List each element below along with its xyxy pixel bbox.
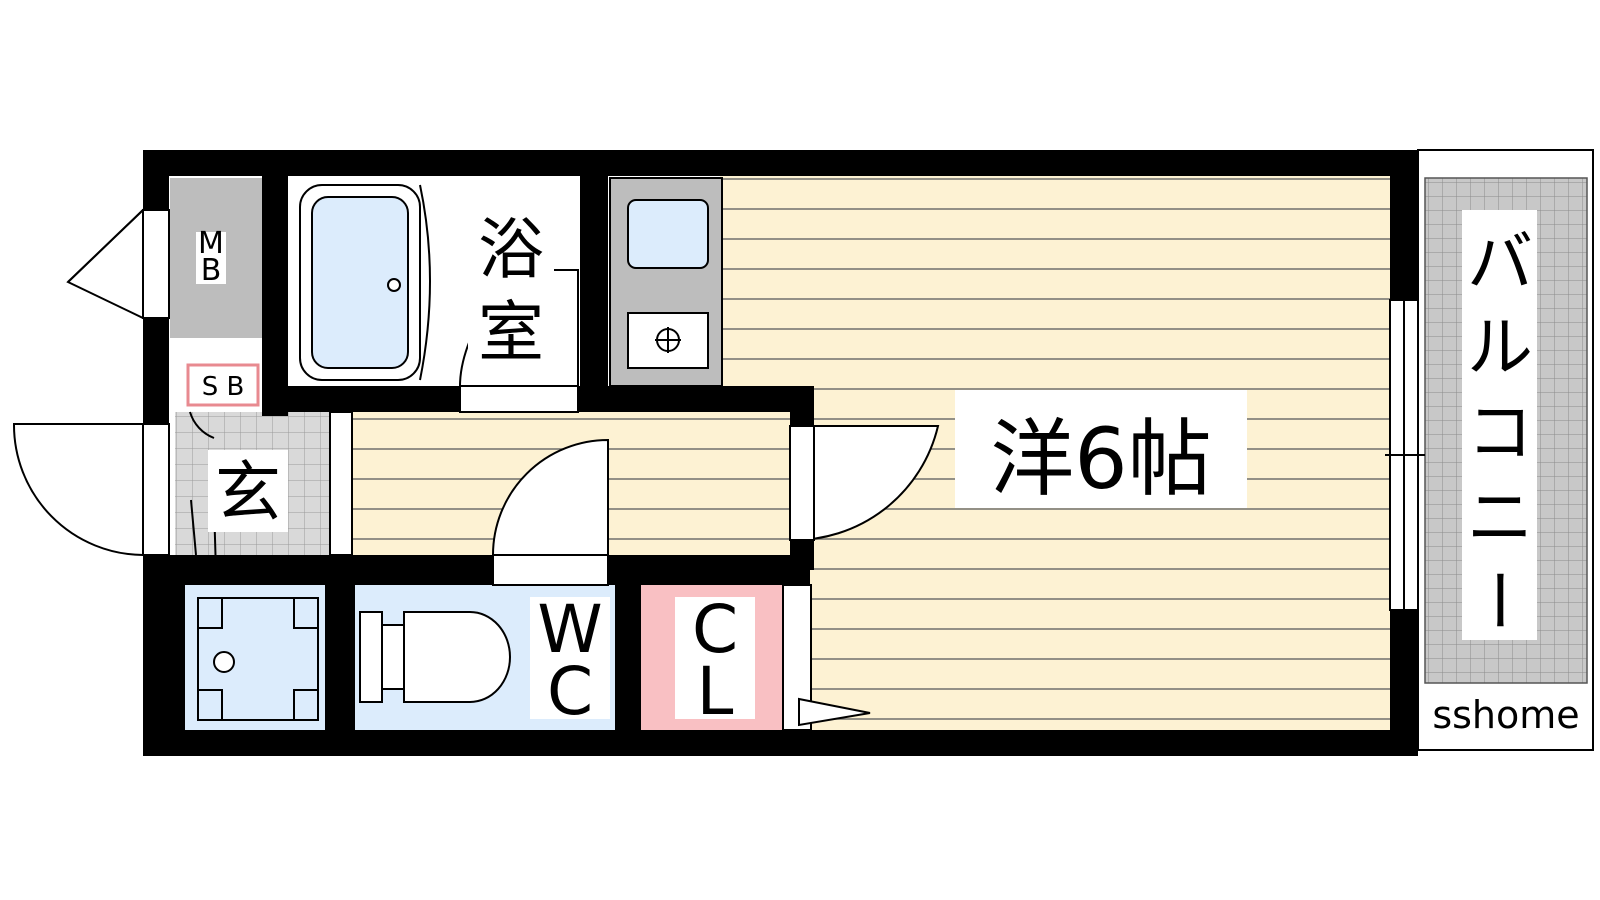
shoe-box — [186, 363, 260, 407]
bathroom-label-1: 浴 — [478, 211, 544, 288]
western-room-label: 洋6帖 — [990, 410, 1211, 508]
entrance-label: 玄 — [215, 454, 281, 531]
balcony-label-4: ニ — [1467, 479, 1533, 556]
meter-box-label-1: M — [198, 226, 224, 261]
washing-machine-pan — [197, 597, 319, 721]
doors — [12, 207, 1425, 731]
closet-label-2: L — [697, 653, 734, 730]
toilet — [359, 611, 511, 703]
toilet-label-2: C — [547, 653, 593, 730]
bathroom-label-2: 室 — [478, 294, 544, 371]
washroom-floor — [185, 585, 325, 730]
balcony-label-3: コ — [1467, 394, 1533, 471]
shoe-box-label: S B — [202, 372, 245, 402]
stove — [627, 312, 709, 369]
balcony-label-5: ー — [1459, 567, 1536, 633]
meter-box-label-2: B — [201, 253, 222, 288]
balcony-label-2: ル — [1467, 309, 1533, 386]
toilet-label-1: W — [537, 591, 602, 668]
bathtub — [299, 184, 579, 387]
kitchen-sink — [627, 199, 709, 269]
closet-label-1: C — [692, 591, 738, 668]
watermark: sshome — [1432, 693, 1579, 737]
walls — [143, 150, 1418, 756]
balcony-label-1: バ — [1467, 224, 1533, 301]
